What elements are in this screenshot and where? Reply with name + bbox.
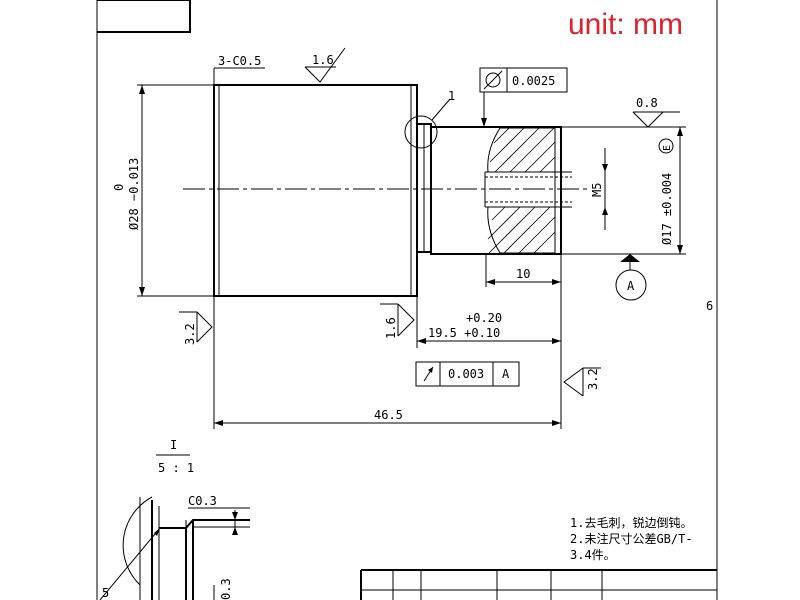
roughness-right-value: 0.8	[636, 96, 658, 110]
frame-corner-box	[97, 0, 191, 33]
roughness-bottom-right-value: 3.2	[586, 368, 600, 390]
dia17-dimension	[561, 126, 686, 255]
flatness-value: 0.0025	[512, 74, 555, 88]
note-line-3: 3.4件。	[570, 548, 616, 562]
detail-view	[99, 496, 250, 600]
shaft-main-body	[213, 84, 418, 297]
len46-label: 46.5	[374, 408, 403, 422]
roughness-symbol-left	[179, 311, 213, 343]
roughness-symbol-bottom-right	[563, 367, 601, 397]
datum-a-label: A	[627, 279, 635, 293]
detail-side-label: 5	[102, 586, 109, 600]
detail-leader	[431, 98, 451, 121]
dia17-label: Ø17 ±0.004	[660, 173, 674, 245]
len19-dimension	[416, 254, 562, 348]
len19-upper-tol: +0.20	[466, 311, 502, 325]
detail-scale-top: I	[170, 438, 177, 452]
detail-scale-bottom: 5 : 1	[158, 461, 194, 475]
roughness-left-value: 3.2	[183, 323, 197, 345]
len46-dimension	[213, 296, 562, 429]
runout-datum: A	[502, 367, 510, 381]
roughness-symbol-right	[632, 111, 680, 128]
journal-section	[430, 126, 562, 255]
detail-bottom-label: 0.3	[219, 578, 233, 600]
dia28-dimension	[137, 84, 214, 297]
note-line-2: 2.未注尺寸公差GB/T-	[570, 531, 693, 546]
unit-label: unit: mm	[568, 8, 683, 41]
len10-label: 10	[516, 267, 530, 281]
roughness-symbol-mid	[380, 303, 415, 337]
detail-chamfer-label: C0.3	[188, 494, 217, 508]
section-hatch	[487, 127, 556, 254]
envelope-mark: E	[662, 145, 673, 151]
roughness-top-value: 1.6	[312, 53, 334, 67]
chamfer-note: 3-C0.5	[218, 54, 261, 68]
title-block	[360, 569, 717, 600]
note-line-1: 1.去毛刺，锐边倒钝。	[570, 516, 692, 530]
m5-arrow-bottom	[602, 207, 608, 215]
roughness-mid-value: 1.6	[384, 317, 398, 339]
flatness-frame	[479, 67, 568, 127]
dia28-upper-tol: 0	[112, 184, 126, 191]
detail-leader-label: 1	[448, 89, 455, 103]
roughness-symbol-top	[304, 47, 346, 83]
dia28-label: Ø28 −0.013	[127, 158, 141, 230]
cut-mark-label: 6	[706, 299, 713, 313]
detail-circle	[404, 115, 438, 149]
datum-a-symbol	[615, 254, 647, 301]
envelope-circle	[658, 138, 674, 154]
m5-label: M5	[590, 183, 604, 197]
runout-value: 0.003	[448, 367, 484, 381]
len19-label: 19.5 +0.10	[428, 326, 500, 340]
runout-frame	[415, 361, 520, 387]
m5-arrow-top	[602, 164, 608, 172]
